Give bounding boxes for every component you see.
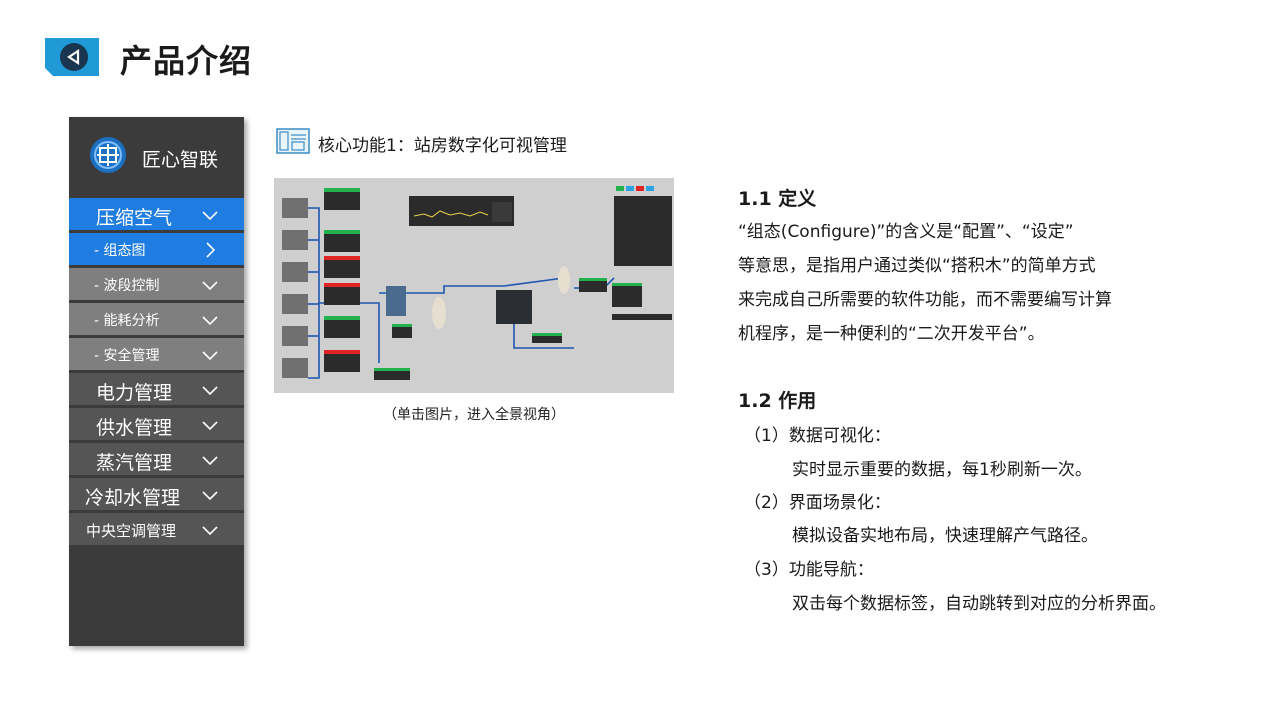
chevron-right-icon <box>206 242 216 258</box>
menu-water[interactable]: 供水管理 <box>69 408 244 440</box>
usage-item-desc: 双击每个数据标签，自动跳转到对应的分析界面。 <box>792 594 1166 614</box>
menu-label: - 能耗分析 <box>94 313 160 329</box>
chevron-down-icon <box>202 211 218 221</box>
back-icon[interactable] <box>45 38 99 76</box>
menu-central-ac[interactable]: 中央空调管理 <box>69 513 244 545</box>
menu-energy-analysis[interactable]: - 能耗分析 <box>69 303 244 335</box>
usage-item-desc: 模拟设备实地布局，快速理解产气路径。 <box>792 526 1098 546</box>
chevron-down-icon <box>202 281 218 291</box>
chevron-down-icon <box>202 386 218 396</box>
definition-heading: 1.1 定义 <box>738 188 817 210</box>
definition-line: 等意思，是指用户通过类似“搭积木”的简单方式 <box>738 256 1096 276</box>
chevron-down-icon <box>202 491 218 501</box>
sidebar-menu: 压缩空气 - 组态图 - 波段控制 - 能耗分析 - 安全管理 电力管理 供水管… <box>69 198 244 548</box>
menu-config-diagram[interactable]: - 组态图 <box>69 233 244 265</box>
menu-label: 中央空调管理 <box>86 522 177 540</box>
usage-heading: 1.2 作用 <box>738 390 817 412</box>
menu-label: 电力管理 <box>96 382 173 404</box>
menu-label: 冷却水管理 <box>85 487 181 509</box>
menu-safety[interactable]: - 安全管理 <box>69 338 244 370</box>
menu-steam[interactable]: 蒸汽管理 <box>69 443 244 475</box>
menu-band-control[interactable]: - 波段控制 <box>69 268 244 300</box>
data-tags <box>324 188 642 380</box>
menu-label: 蒸汽管理 <box>96 452 173 474</box>
usage-item-desc: 实时显示重要的数据，每1秒刷新一次。 <box>792 460 1092 480</box>
menu-label: - 安全管理 <box>94 348 160 364</box>
monitor-icon <box>276 128 310 154</box>
page-title: 产品介绍 <box>120 42 253 80</box>
brand-logo-icon <box>90 137 126 173</box>
menu-label: - 组态图 <box>94 243 146 259</box>
usage-item-label: （1）数据可视化： <box>744 426 891 446</box>
menu-power[interactable]: 电力管理 <box>69 373 244 405</box>
definition-line: “组态(Configure)”的含义是“配置”、“设定” <box>738 222 1074 242</box>
compressor-stack <box>282 198 308 378</box>
screenshot-caption: （单击图片，进入全景视角） <box>383 407 565 423</box>
chevron-down-icon <box>202 316 218 326</box>
usage-item-label: （2）界面场景化： <box>744 493 891 513</box>
scada-screenshot[interactable] <box>274 178 674 393</box>
brand-name: 匠心智联 <box>142 149 219 171</box>
definition-line: 来完成自己所需要的软件功能，而不需要编写计算 <box>738 290 1112 310</box>
usage-item-label: （3）功能导航： <box>744 560 874 580</box>
feature-title: 核心功能1：站房数字化可视管理 <box>318 136 567 156</box>
chevron-down-icon <box>202 421 218 431</box>
definition-line: 机程序，是一种便利的“二次开发平台”。 <box>738 324 1045 344</box>
chevron-down-icon <box>202 456 218 466</box>
menu-label: 供水管理 <box>96 417 173 439</box>
menu-label: - 波段控制 <box>94 278 160 294</box>
definition-text: “组态(Configure)”的含义是“配置”、“设定” 等意思，是指用户通过类… <box>738 215 1178 351</box>
brand: 匠心智联 <box>69 117 244 197</box>
menu-cooling-water[interactable]: 冷却水管理 <box>69 478 244 510</box>
menu-compressed-air[interactable]: 压缩空气 <box>69 198 244 230</box>
menu-label: 压缩空气 <box>96 207 173 229</box>
chevron-down-icon <box>202 526 218 536</box>
sidebar: 匠心智联 压缩空气 - 组态图 - 波段控制 - 能耗分析 - 安全管理 电力管… <box>69 117 244 646</box>
chevron-down-icon <box>202 351 218 361</box>
